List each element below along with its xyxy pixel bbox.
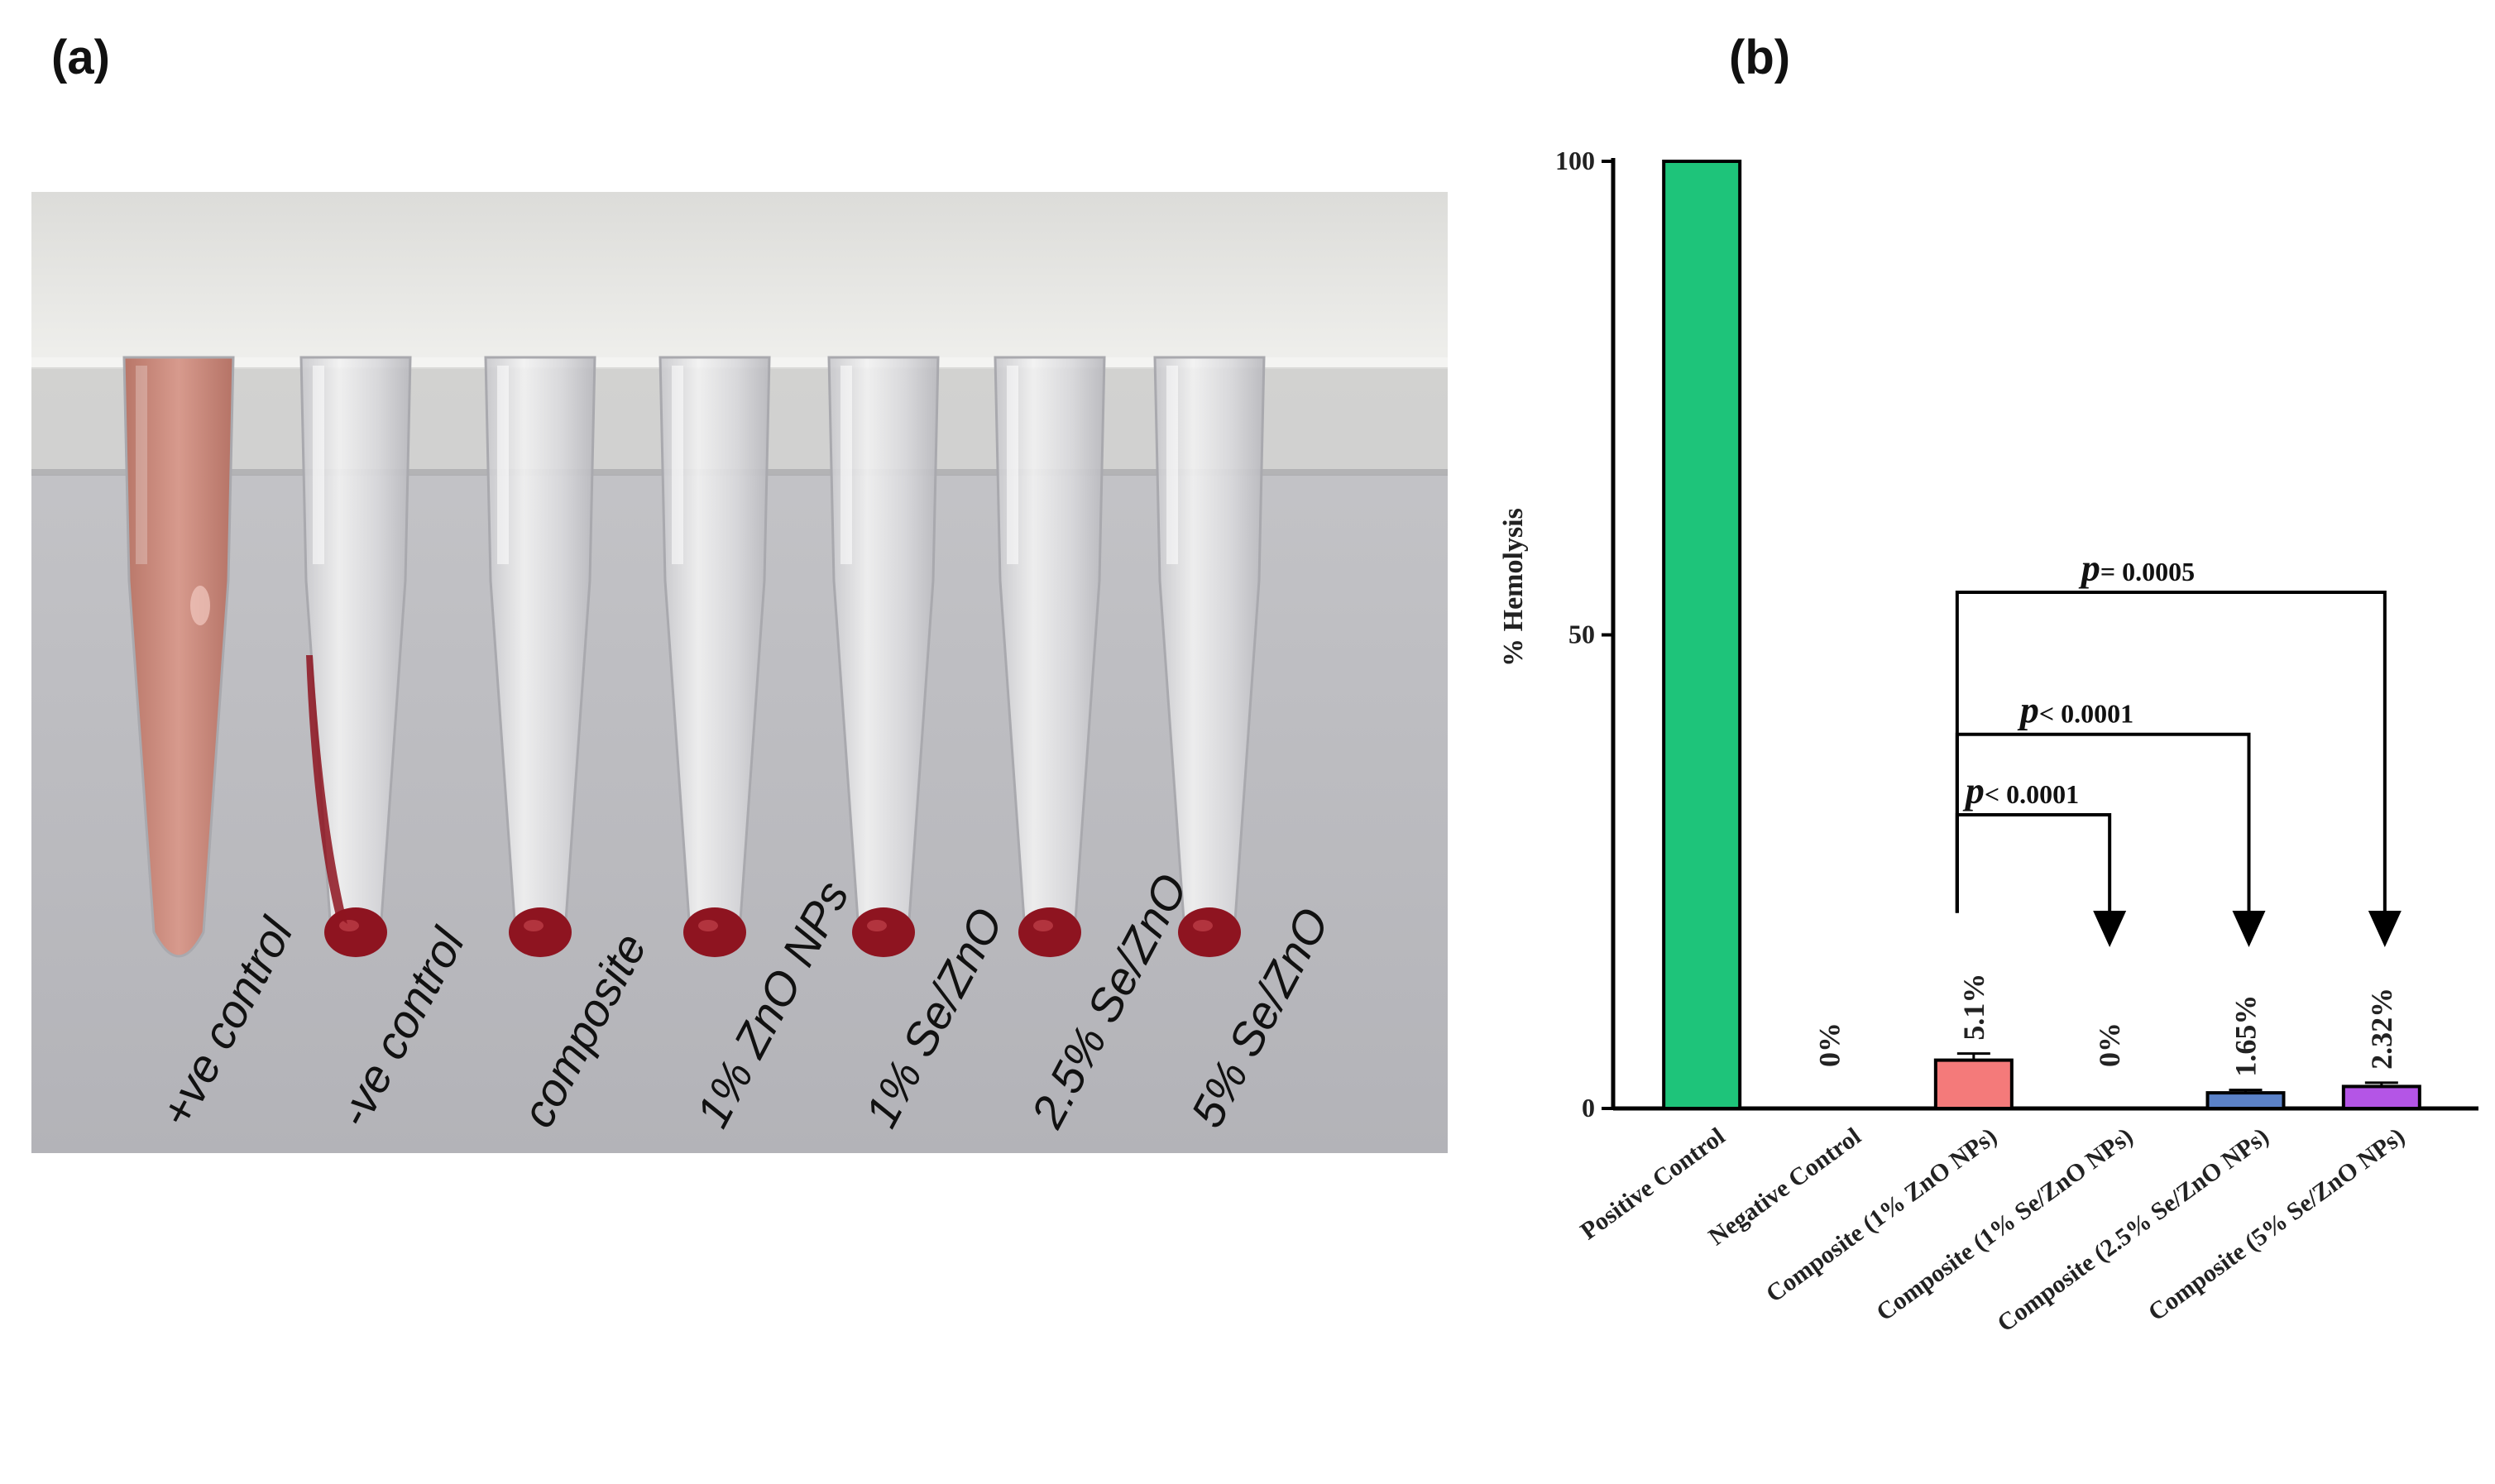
tube-1 xyxy=(122,356,235,958)
comparison-bracket: p= 0.0005 xyxy=(1955,547,2402,947)
tube-3 xyxy=(484,356,596,958)
comparison-bracket: p< 0.0001 xyxy=(1955,689,2266,947)
bracket-arrowhead xyxy=(2232,911,2266,947)
comparison-bracket: p< 0.0001 xyxy=(1955,769,2127,947)
tube-highlight xyxy=(497,366,509,564)
pellet-shine xyxy=(1033,920,1053,931)
pellet-shine xyxy=(698,920,718,931)
bracket-line xyxy=(1955,813,2112,914)
tube-2 xyxy=(299,356,412,958)
bracket-line xyxy=(1955,590,2387,914)
tube-highlight xyxy=(1007,366,1018,564)
rbc-pellet xyxy=(1018,907,1081,957)
bracket-arrowhead xyxy=(2368,911,2402,947)
tube-highlight xyxy=(1166,366,1178,564)
rbc-pellet xyxy=(852,907,915,957)
data-label: 2.32% xyxy=(2365,988,2398,1070)
tube-6 xyxy=(994,356,1106,958)
tube-highlight xyxy=(136,366,147,564)
blood-streak xyxy=(306,655,347,924)
tube-body xyxy=(122,356,235,958)
bracket-line xyxy=(1955,732,2251,914)
tube-highlight xyxy=(313,366,324,564)
bar xyxy=(2341,1084,2421,1111)
p-value-label: p= 0.0005 xyxy=(2078,547,2195,589)
tube-highlight xyxy=(672,366,683,564)
x-tick-label: Composite (2.5% Se/ZnO NPs) xyxy=(1992,1123,2273,1338)
tube-4 xyxy=(658,356,771,958)
y-axis-label: % Hemolysis xyxy=(1498,508,1529,667)
pellet-shine xyxy=(524,920,544,931)
panel-label-a: (a) xyxy=(51,31,110,84)
rbc-pellet xyxy=(1178,907,1241,957)
p-value-label: p< 0.0001 xyxy=(2017,689,2133,731)
pellet-shine xyxy=(1193,920,1213,931)
bar xyxy=(1933,1058,2014,1110)
p-value-label: p< 0.0001 xyxy=(1962,769,2079,811)
tube-reflection xyxy=(190,586,210,625)
pellet-shine xyxy=(339,920,359,931)
data-label: 1.65% xyxy=(2229,995,2263,1077)
data-label: 0% xyxy=(2093,1022,2126,1067)
hemolysis-bar-chart: % Hemolysis 0 50 100 0% 5.1% 0% 1.65% 2.32% p<… xyxy=(1498,146,2478,1338)
data-label: 5.1% xyxy=(1957,974,1990,1041)
bar xyxy=(1662,160,1742,1110)
bar xyxy=(2205,1091,2286,1111)
tube-7 xyxy=(1153,356,1266,958)
rbc-pellet xyxy=(509,907,572,957)
rbc-pellet xyxy=(683,907,746,957)
x-tick-label: Composite (1% Se/ZnO NPs) xyxy=(1871,1123,2138,1327)
data-label: 0% xyxy=(1813,1022,1846,1067)
y-tick-label: 50 xyxy=(1568,620,1595,649)
tube-highlight xyxy=(840,366,852,564)
x-tick-label: Composite (5% Se/ZnO NPs) xyxy=(2143,1123,2410,1327)
y-tick-label: 0 xyxy=(1582,1093,1595,1123)
tube-5 xyxy=(827,356,940,958)
panel-label-b: (b) xyxy=(1729,31,1791,84)
bracket-arrowhead xyxy=(2093,911,2127,947)
x-tick-label: Composite (1% ZnO NPs) xyxy=(1761,1123,2002,1308)
pellet-shine xyxy=(867,920,887,931)
y-tick-label: 100 xyxy=(1555,146,1595,175)
rbc-pellet xyxy=(324,907,387,957)
